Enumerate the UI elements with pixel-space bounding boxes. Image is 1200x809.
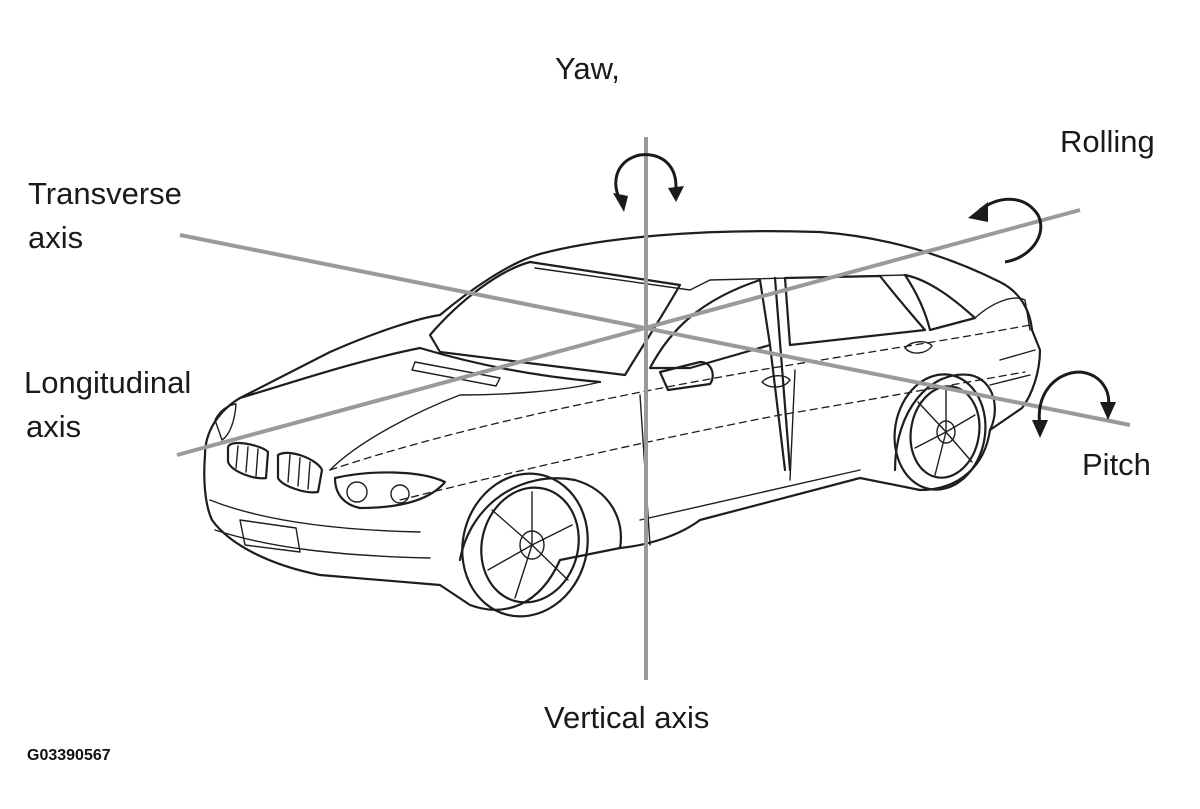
car-rear-wheel <box>893 373 987 491</box>
longitudinal-axis-label-line2: axis <box>26 409 81 444</box>
figure-code: G03390567 <box>27 747 111 764</box>
transverse-axis-label-line2: axis <box>28 220 83 255</box>
pitch-label: Pitch <box>1082 447 1151 482</box>
car-kidney-grille <box>226 441 324 494</box>
yaw-label: Yaw, <box>555 51 620 86</box>
car-rear-window <box>903 273 977 332</box>
car-body-outline <box>203 230 1042 611</box>
car-side-mirror <box>658 360 714 392</box>
transverse-axis-line <box>179 233 1131 427</box>
car-line-drawing <box>203 230 1042 618</box>
car-rear-side-window <box>783 274 927 347</box>
rolling-rotation-arrow-icon <box>968 197 1043 264</box>
yaw-rotation-arrow-icon <box>613 153 684 212</box>
car-front-side-window <box>648 278 772 370</box>
car-windshield <box>428 260 682 377</box>
transverse-axis-label-line1: Transverse <box>28 176 182 211</box>
car-front-wheel <box>461 472 589 618</box>
rolling-label: Rolling <box>1060 124 1155 159</box>
longitudinal-axis-label-line1: Longitudinal <box>24 365 191 400</box>
longitudinal-axis-line <box>176 208 1081 457</box>
car-headlight <box>333 471 447 510</box>
vertical-axis-label: Vertical axis <box>544 700 709 735</box>
pitch-rotation-arrow-icon <box>1032 370 1116 438</box>
